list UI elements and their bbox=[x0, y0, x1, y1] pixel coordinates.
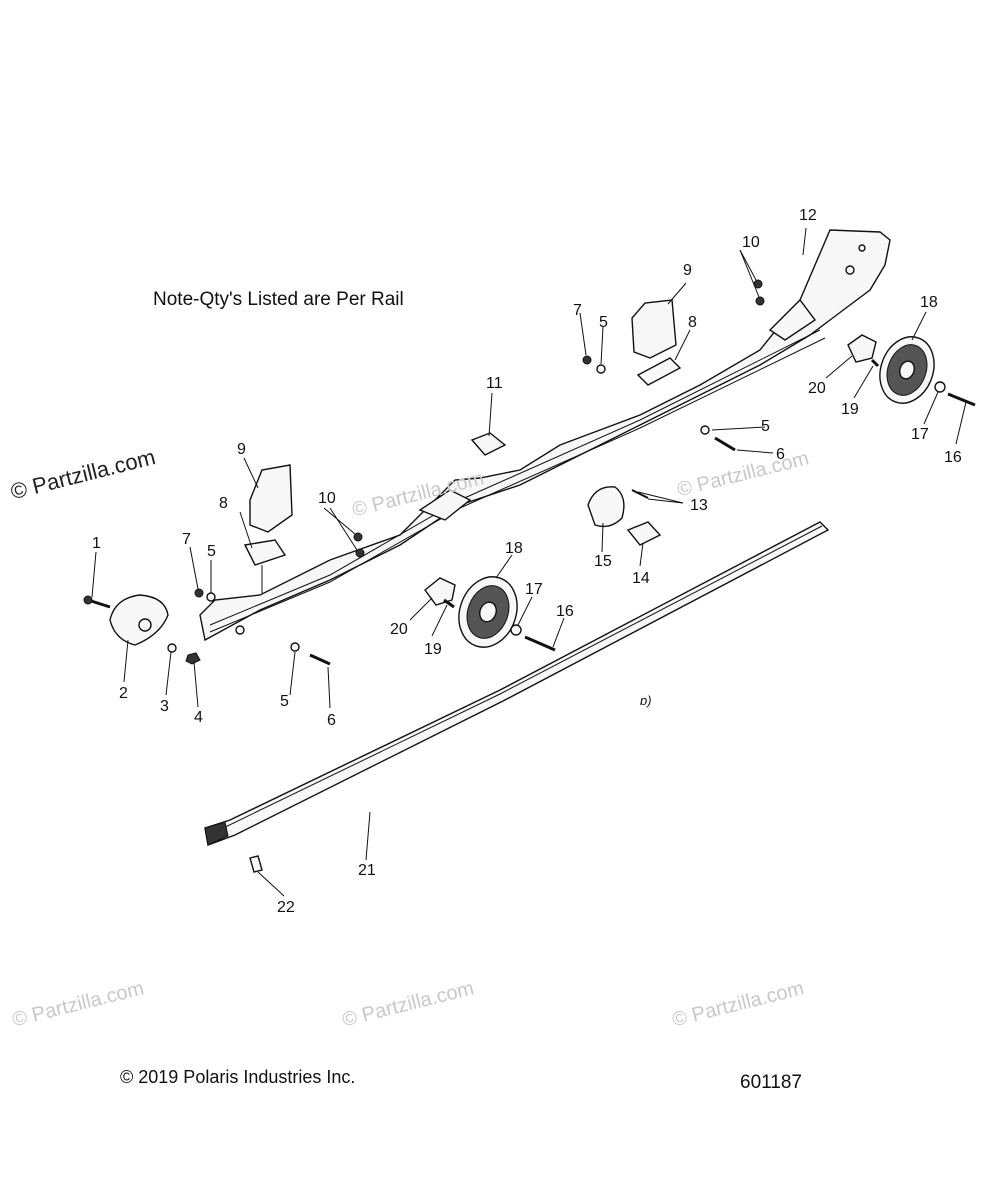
callout-6-left: 6 bbox=[327, 712, 336, 729]
callout-18-right: 18 bbox=[920, 294, 938, 311]
callout-19-right: 19 bbox=[841, 401, 859, 418]
nut-7-left-shape bbox=[194, 588, 204, 598]
bolt-16-right bbox=[947, 392, 976, 407]
block-9-left bbox=[249, 464, 293, 533]
callout-10-right: 10 bbox=[742, 234, 760, 251]
pivot-15-shape bbox=[587, 486, 625, 528]
callout-6-right: 6 bbox=[776, 446, 785, 463]
callout-labels: 1 2 3 4 7 5 8 9 10 5 6 20 19 18 17 16 11… bbox=[92, 207, 962, 916]
wheel-18-left bbox=[458, 576, 518, 648]
screw-6-right bbox=[714, 436, 736, 452]
washer-5-mid-left bbox=[290, 642, 300, 652]
callout-17-right: 17 bbox=[911, 426, 929, 443]
nut-10-left-b bbox=[355, 548, 365, 558]
callout-7-right: 7 bbox=[573, 302, 582, 319]
suspension-rail bbox=[199, 229, 891, 642]
rail-end-cap bbox=[109, 594, 169, 646]
callout-10-left: 10 bbox=[318, 490, 336, 507]
bracket-8-left bbox=[243, 539, 287, 566]
slide-rail bbox=[204, 521, 830, 846]
callout-11: 11 bbox=[486, 375, 503, 392]
callout-3: 3 bbox=[160, 698, 169, 715]
washer-5-right-shape bbox=[596, 364, 606, 374]
leader-lines bbox=[91, 227, 967, 897]
figure-number: 601187 bbox=[740, 1072, 802, 1093]
bolt-19-left bbox=[443, 598, 455, 609]
callout-17-left: 17 bbox=[525, 581, 543, 598]
callout-8-left: 8 bbox=[219, 495, 228, 512]
bolt-11-shape bbox=[470, 432, 507, 456]
washer-3-shape bbox=[167, 643, 177, 653]
clip-13-shape bbox=[631, 489, 649, 499]
callout-19-left: 19 bbox=[424, 641, 442, 658]
washer-5-left-shape bbox=[206, 592, 216, 602]
callout-5-mid-right: 5 bbox=[761, 418, 770, 435]
callout-22: 22 bbox=[277, 899, 295, 916]
bracket-8-right bbox=[636, 357, 682, 386]
rail-mark: ɒ) bbox=[640, 693, 652, 708]
callout-14: 14 bbox=[632, 570, 650, 587]
callout-16-right: 16 bbox=[944, 449, 962, 466]
callout-5-left: 5 bbox=[207, 543, 216, 560]
washer-17-right bbox=[934, 381, 946, 393]
callout-20-right: 20 bbox=[808, 380, 826, 397]
callout-21: 21 bbox=[358, 862, 376, 879]
block-9-right bbox=[631, 299, 677, 359]
callout-20-left: 20 bbox=[390, 621, 408, 638]
callout-9-right: 9 bbox=[683, 262, 692, 279]
pin-14-shape bbox=[626, 521, 662, 546]
callout-5-mid-left: 5 bbox=[280, 693, 289, 710]
callout-15: 15 bbox=[594, 553, 612, 570]
spacer-20-left bbox=[424, 577, 456, 606]
wheel-18-right bbox=[879, 336, 935, 404]
bolt-1-shape bbox=[83, 595, 111, 609]
spacer-20-right bbox=[847, 334, 877, 363]
callout-18-left: 18 bbox=[505, 540, 523, 557]
callout-9-left: 9 bbox=[237, 441, 246, 458]
callout-7-left: 7 bbox=[182, 531, 191, 548]
callout-16-left: 16 bbox=[556, 603, 574, 620]
nut-4-shape bbox=[185, 652, 201, 665]
quantity-note: Note-Qty's Listed are Per Rail bbox=[153, 289, 404, 310]
callout-8-right: 8 bbox=[688, 314, 697, 331]
nut-10-right-b bbox=[755, 296, 765, 306]
callout-13: 13 bbox=[690, 497, 708, 514]
screw-6-left bbox=[309, 653, 331, 666]
bolt-16-left bbox=[524, 635, 556, 652]
callout-5-right: 5 bbox=[599, 314, 608, 331]
bolt-19-right bbox=[870, 358, 880, 368]
callout-12: 12 bbox=[799, 207, 817, 224]
nut-7-right-shape bbox=[582, 355, 592, 365]
callout-1: 1 bbox=[92, 535, 101, 552]
callout-4: 4 bbox=[194, 709, 203, 726]
washer-5-mid-right bbox=[700, 425, 710, 435]
nut-10-left-a bbox=[353, 532, 363, 542]
copyright-notice: © 2019 Polaris Industries Inc. bbox=[120, 1067, 356, 1087]
callout-2: 2 bbox=[119, 685, 128, 702]
screw-22-shape bbox=[249, 855, 263, 873]
washer-17-left bbox=[510, 624, 522, 636]
